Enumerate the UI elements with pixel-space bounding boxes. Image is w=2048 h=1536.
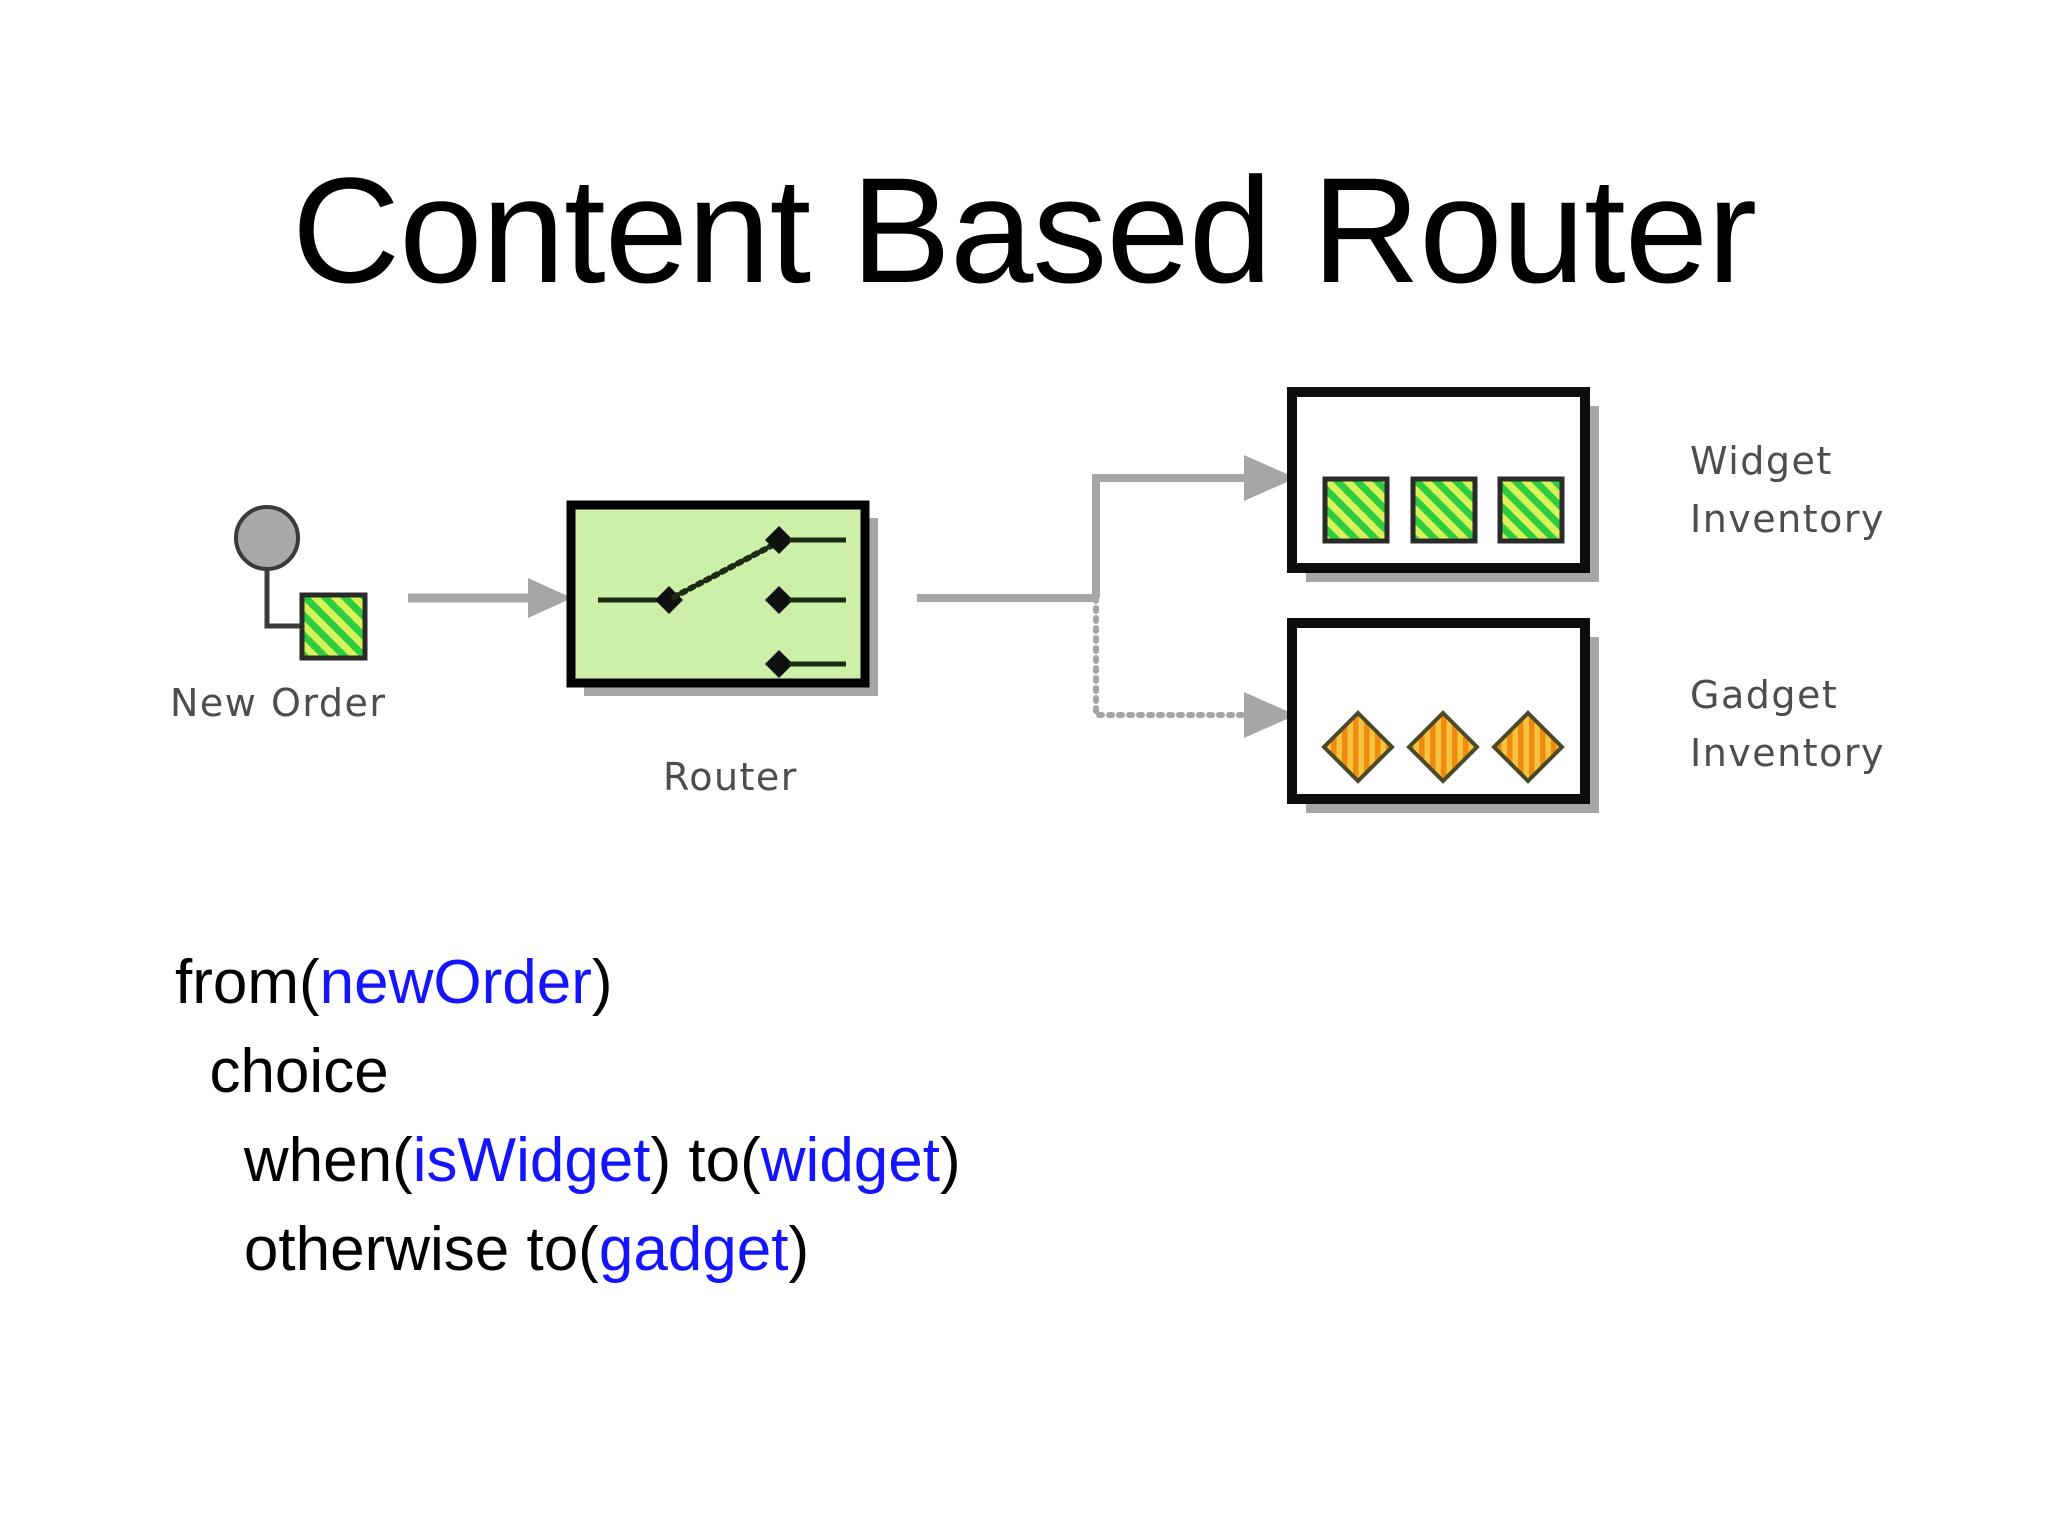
code-line-1: from(newOrder) [175,938,961,1027]
code-keyword: ) to( [650,1126,761,1195]
code-identifier: widget [760,1126,940,1195]
widget-inventory-label-line1: Widget [1690,439,1833,483]
widget-item-2 [1410,476,1478,544]
gadget-connector-line [1093,595,1258,718]
code-keyword: ) [939,1126,961,1195]
widget-connector-line [1092,474,1255,598]
code-keyword: ) [591,948,613,1017]
widget-inventory-label-line2: Inventory [1690,497,1885,541]
code-line-3: when(isWidget) to(widget) [175,1116,961,1205]
new-order-label: New Order [170,681,386,725]
code-identifier: isWidget [412,1126,651,1195]
code-keyword: from( [175,948,320,1017]
gadget-inventory-label-line1: Gadget [1690,673,1838,717]
code-keyword: choice [209,1037,389,1106]
message-origin-circle [234,505,300,571]
router-node [566,500,878,696]
page-title: Content Based Router [291,146,1757,314]
router-output-terminal-2 [765,586,793,614]
code-line-2: choice [175,1027,961,1116]
widget-inventory-node [1287,387,1599,582]
gadget-inventory-node [1287,618,1599,813]
gadget-inventory-label-line2: Inventory [1690,731,1885,775]
code-keyword: ) [788,1215,810,1284]
widget-item-1 [1322,476,1390,544]
gadget-connector-arrowhead [1244,692,1296,738]
code-line-4: otherwise to(gadget) [175,1205,961,1294]
router-box [566,500,870,688]
code-identifier: newOrder [319,948,592,1017]
code-indent [175,1215,244,1284]
route-definition-code: from(newOrder) choice when(isWidget) to(… [175,938,961,1294]
widget-item-3 [1497,476,1565,544]
code-keyword: otherwise to( [243,1215,599,1284]
new-order-payload-icon [299,592,368,661]
router-switch-blade [671,542,776,600]
code-identifier: gadget [598,1215,789,1284]
router-output-connectors [917,455,1296,738]
gadget-item-1 [1321,710,1395,784]
code-keyword: when( [243,1126,413,1195]
new-order-source [234,505,368,661]
widget-connector-arrowhead [1244,455,1296,501]
gadget-item-2 [1406,710,1480,784]
origin-connector-line [264,569,302,629]
router-output-terminal-3 [765,650,793,678]
router-label: Router [663,755,798,799]
content-based-router-diagram: New Order Router [170,387,1885,813]
code-indent [175,1037,209,1106]
source-to-router-arrow [408,578,572,618]
gadget-item-3 [1491,710,1565,784]
router-output-terminal-1 [765,526,793,554]
code-indent [175,1126,244,1195]
